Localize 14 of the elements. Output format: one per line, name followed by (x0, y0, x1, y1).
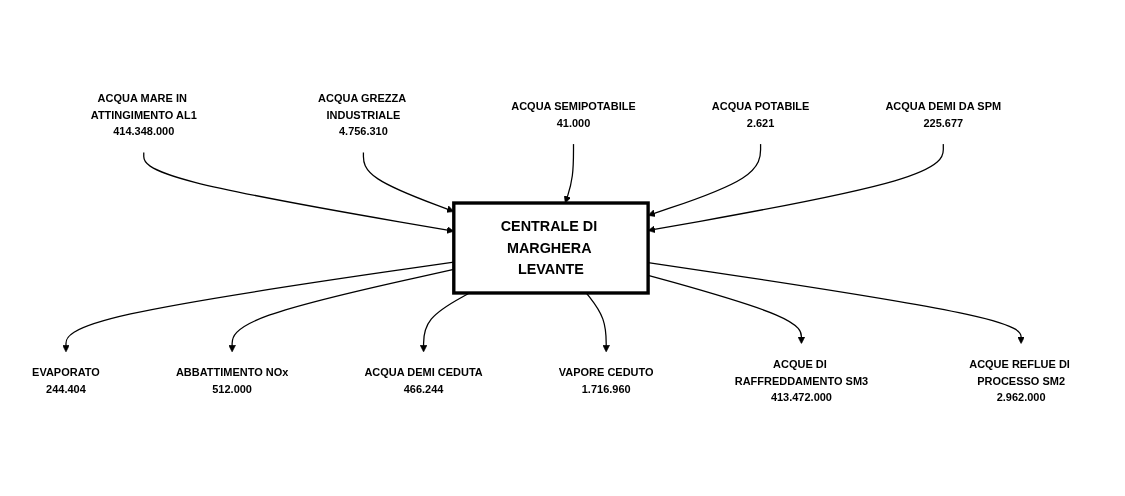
node-text: VAPORE CEDUTO 1.716.960 (558, 366, 654, 396)
arrow (585, 292, 610, 353)
node-text: ACQUE REFLUE DI PROCESSO SM2 2.962.000 (969, 358, 1070, 404)
node-text: ACQUA DEMI DA SPM 225.677 (885, 100, 1002, 130)
node-text: ABBATTIMENTO NOx 512.000 (175, 366, 289, 396)
node-text: ACQUA SEMIPOTABILE 41.000 (511, 100, 636, 130)
node-text: ACQUA DEMI CEDUTA 466.244 (364, 366, 483, 396)
node-text: ACQUE DI RAFFREDDAMENTO SM3 413.472.000 (734, 358, 869, 404)
node-box: CENTRALE DI MARGHERA LEVANTE (452, 201, 650, 295)
node-text: ACQUA MARE IN ATTINGIMENTO AL1 414.348.000 (90, 91, 197, 138)
node-text: ACQUA POTABILE 2.621 (711, 100, 810, 130)
node-text: ACQUA GREZZA INDUSTRIALE 4.756.310 (318, 91, 406, 138)
node-text: EVAPORATO 244.404 (32, 366, 100, 396)
arrow (563, 143, 575, 204)
